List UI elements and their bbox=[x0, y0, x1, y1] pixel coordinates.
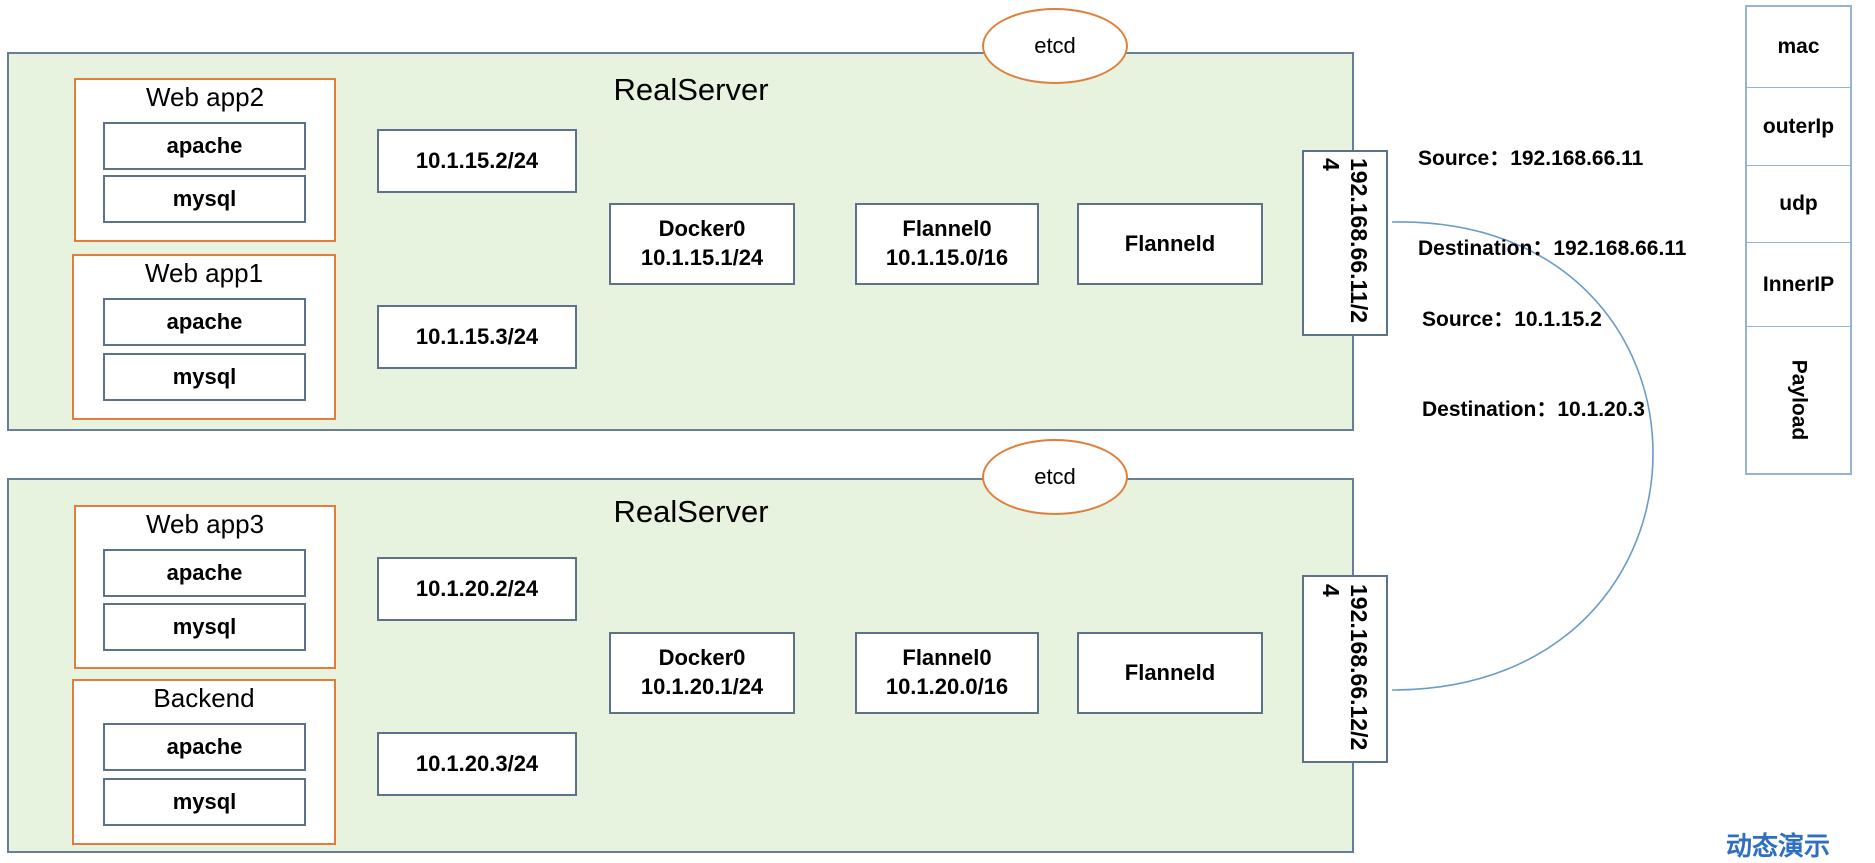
app-name: Backend bbox=[153, 683, 255, 713]
service-mysql: mysql bbox=[103, 175, 306, 223]
etcd-node: etcd bbox=[982, 439, 1128, 515]
app-container: Backend apache mysql bbox=[72, 679, 336, 845]
realserver-1: RealServer Web app2 apache mysql Web app… bbox=[7, 52, 1388, 431]
layer-payload: Payload bbox=[1787, 359, 1811, 441]
layer-udp: udp bbox=[1747, 166, 1850, 243]
service-apache: apache bbox=[103, 723, 306, 771]
etcd-node: etcd bbox=[982, 8, 1128, 84]
flannel0-name: Flannel0 bbox=[902, 216, 992, 242]
app-container: Web app2 apache mysql bbox=[74, 78, 336, 242]
inner-source: Source：10.1.15.2 bbox=[1422, 308, 1602, 331]
docker0-bridge: Docker0 10.1.20.1/24 bbox=[609, 632, 795, 714]
flannel0-ip: 10.1.20.0/16 bbox=[885, 674, 1009, 699]
nic-ip: 192.168.66.11/24 bbox=[1318, 158, 1372, 323]
service-apache: apache bbox=[103, 122, 306, 170]
app-container: Web app1 apache mysql bbox=[72, 254, 336, 420]
app-name: Web app3 bbox=[145, 509, 265, 539]
veth-ip: 10.1.20.2/24 bbox=[377, 557, 577, 621]
outer-source: Source：192.168.66.11 bbox=[1418, 147, 1644, 170]
flannel0-name: Flannel0 bbox=[902, 645, 992, 671]
outer-packet-info: Source：192.168.66.11 Destination：192.168… bbox=[1418, 84, 1686, 294]
realserver-2: RealServer Web app3 apache mysql Backend… bbox=[7, 478, 1388, 853]
veth-ip: 10.1.15.3/24 bbox=[377, 305, 577, 369]
docker0-ip: 10.1.15.1/24 bbox=[640, 245, 764, 270]
host-nic: 192.168.66.11/24 bbox=[1302, 150, 1388, 336]
docker0-name: Docker0 bbox=[658, 216, 746, 242]
service-mysql: mysql bbox=[103, 353, 306, 401]
app-container: Web app3 apache mysql bbox=[74, 505, 336, 669]
app-name: Web app2 bbox=[145, 82, 265, 112]
overlay-tunnel-arc bbox=[1391, 221, 1654, 691]
server-title: RealServer bbox=[613, 72, 769, 107]
service-mysql: mysql bbox=[103, 603, 306, 651]
service-apache: apache bbox=[103, 298, 306, 346]
docker0-bridge: Docker0 10.1.15.1/24 bbox=[609, 203, 795, 285]
docker0-name: Docker0 bbox=[658, 645, 746, 671]
flannel0-interface: Flannel0 10.1.20.0/16 bbox=[855, 632, 1039, 714]
service-apache: apache bbox=[103, 549, 306, 597]
layer-inner-ip: InnerIP bbox=[1747, 243, 1850, 327]
veth-ip: 10.1.20.3/24 bbox=[377, 732, 577, 796]
layer-mac: mac bbox=[1747, 7, 1850, 88]
host-nic: 192.168.66.12/24 bbox=[1302, 575, 1388, 763]
service-mysql: mysql bbox=[103, 778, 306, 826]
server-title: RealServer bbox=[613, 494, 769, 529]
packet-structure: mac outerIp udp InnerIP Payload bbox=[1745, 5, 1852, 475]
veth-ip: 10.1.15.2/24 bbox=[377, 129, 577, 193]
docker0-ip: 10.1.20.1/24 bbox=[640, 674, 764, 699]
flanneld-daemon: Flanneld bbox=[1077, 632, 1263, 714]
flannel0-interface: Flannel0 10.1.15.0/16 bbox=[855, 203, 1039, 285]
app-name: Web app1 bbox=[144, 258, 264, 288]
flanneld-daemon: Flanneld bbox=[1077, 203, 1263, 285]
inner-packet-info: Source：10.1.15.2 Destination：10.1.20.3 bbox=[1422, 245, 1645, 455]
watermark: 动态演示 bbox=[1726, 832, 1831, 862]
inner-destination: Destination：10.1.20.3 bbox=[1422, 398, 1645, 421]
outer-destination: Destination：192.168.66.11 bbox=[1418, 237, 1687, 260]
layer-outer-ip: outerIp bbox=[1747, 88, 1850, 166]
nic-ip: 192.168.66.12/24 bbox=[1318, 584, 1372, 751]
flannel0-ip: 10.1.15.0/16 bbox=[885, 245, 1009, 270]
